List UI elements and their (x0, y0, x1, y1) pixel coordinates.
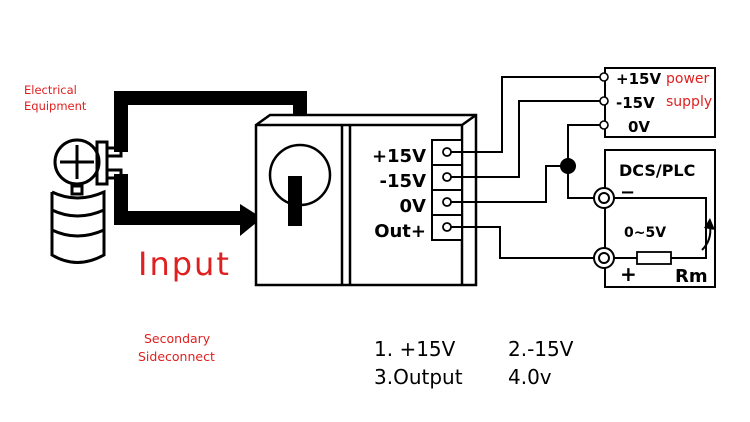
dcs-range: 0~5V (624, 225, 666, 241)
psu-terminal-minus15: -15V (616, 94, 655, 112)
secondary-label-line2: Sideconnect (138, 349, 215, 364)
psu-terminal-plus15: +15V (616, 70, 661, 88)
legend-item-4: 4.0v (508, 365, 552, 389)
power-supply-box (604, 67, 716, 138)
legend-item-2: 2.-15V (508, 337, 574, 361)
electrical-equipment-icon (50, 138, 123, 264)
primary-conductor-arrow (240, 204, 262, 236)
dcs-plc-box (604, 149, 716, 288)
psu-terminal-0v: 0V (628, 118, 650, 136)
equipment-label-line1: Electrical (24, 83, 77, 97)
dcs-minus-sign: − (620, 182, 635, 203)
wiring (451, 76, 601, 259)
transducer-terminal-0v: 0V (400, 196, 427, 217)
dcs-plus-sign: + (620, 262, 637, 286)
transducer-terminal-plus15: +15V (372, 146, 426, 167)
resistor-rm-icon (636, 251, 672, 265)
transducer-terminal-minus15: -15V (380, 171, 427, 192)
legend-item-1: 1. +15V (374, 337, 456, 361)
secondary-label-line1: Secondary (144, 331, 211, 346)
adjust-arrow-head (704, 218, 715, 230)
transducer-terminal-out: Out+ (374, 221, 426, 242)
psu-title-line1: power (666, 71, 710, 87)
power-supply-terminals (599, 72, 609, 130)
input-label: Input (138, 245, 231, 283)
dcs-title: DCS/PLC (619, 161, 695, 180)
legend-item-3: 3.Output (374, 365, 463, 389)
psu-title-line2: supply (666, 94, 712, 110)
equipment-label-line2: Equipment (24, 99, 87, 113)
dcs-resistor-label: Rm (675, 266, 708, 287)
junction-dot (560, 158, 576, 174)
